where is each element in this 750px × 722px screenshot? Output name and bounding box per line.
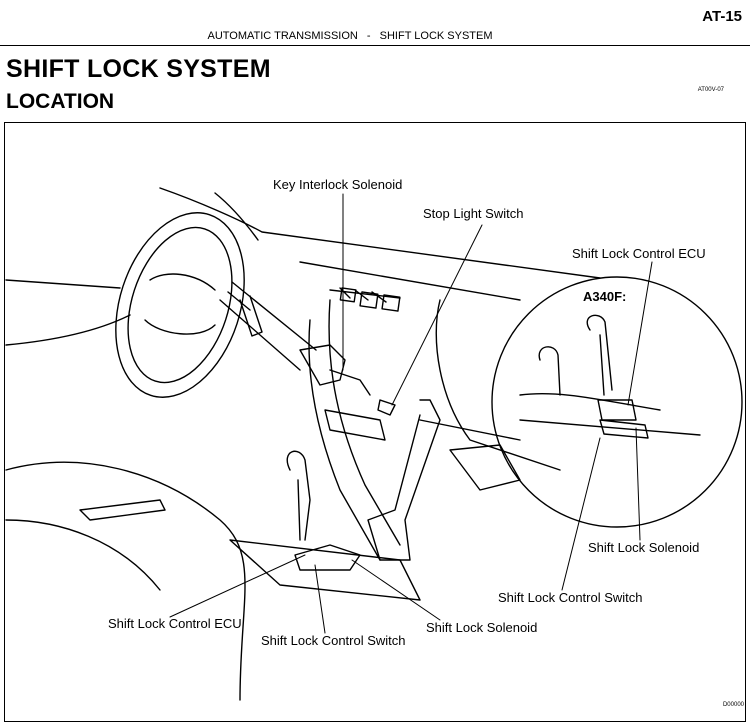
header-rule [0, 45, 750, 46]
inset-shift-knob [538, 346, 561, 396]
subsection-title: LOCATION [6, 90, 115, 113]
header-chapter: AUTOMATIC TRANSMISSION [207, 30, 358, 42]
inset-circle [491, 276, 743, 528]
leader-switch-main [314, 564, 326, 634]
callout-shift-lock-control-ecu-inset: Shift Lock Control ECU [572, 246, 706, 261]
leader-switch-inset [561, 437, 601, 591]
dashboard-top-edge [159, 187, 601, 279]
leader-solenoid-inset [635, 427, 641, 541]
stop-light-switch-part [377, 399, 396, 416]
figure-code: D00000 [722, 702, 744, 708]
parking-brake [79, 499, 166, 521]
page-number: AT-15 [702, 8, 742, 25]
leader-stop-light [391, 224, 483, 406]
inset-label: A340F: [583, 289, 627, 304]
inset-shift-lever [586, 314, 613, 396]
dashboard-lower-edge [299, 261, 521, 301]
callout-shift-lock-solenoid-inset: Shift Lock Solenoid [588, 540, 700, 555]
running-header: AUTOMATIC TRANSMISSION - SHIFT LOCK SYST… [0, 30, 700, 42]
callout-shift-lock-control-switch: Shift Lock Control Switch [261, 633, 406, 648]
center-console [308, 287, 401, 561]
steering-wheel [115, 212, 245, 398]
callout-shift-lock-control-switch-inset: Shift Lock Control Switch [498, 590, 643, 605]
header-separator: - [366, 30, 371, 42]
inset-ecu-block [597, 399, 649, 439]
ignition-key [239, 295, 263, 337]
callout-key-interlock-solenoid: Key Interlock Solenoid [273, 177, 403, 192]
door-panel [5, 279, 131, 346]
leader-ecu-main [169, 554, 306, 618]
callout-shift-lock-control-ecu: Shift Lock Control ECU [108, 616, 242, 631]
inset-console [519, 392, 701, 436]
callout-shift-lock-solenoid: Shift Lock Solenoid [426, 620, 538, 635]
reference-code: AT00V-07 [697, 87, 724, 93]
brake-pedal [367, 399, 441, 561]
leader-ecu-inset [627, 261, 653, 406]
leader-solenoid-main [351, 559, 441, 621]
driver-seat [5, 461, 246, 701]
windshield-line [214, 192, 259, 241]
callout-stop-light-switch: Stop Light Switch [423, 206, 524, 221]
console-base [229, 539, 421, 601]
steering-column [219, 281, 317, 371]
shift-lever [286, 450, 311, 541]
header-section: SHIFT LOCK SYSTEM [379, 30, 493, 42]
inset-connector [419, 419, 521, 441]
section-title: SHIFT LOCK SYSTEM [6, 55, 271, 83]
glove-box [435, 299, 561, 491]
